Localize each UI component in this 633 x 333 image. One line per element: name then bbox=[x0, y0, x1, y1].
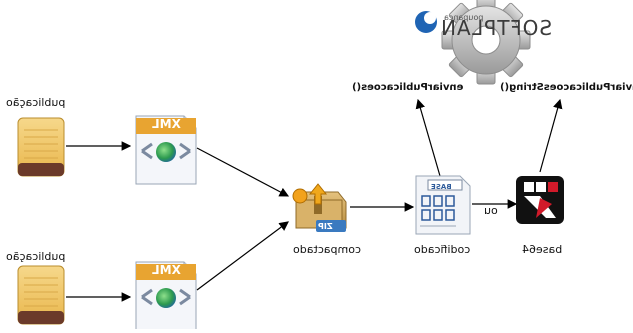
pub1-label: publicação bbox=[6, 96, 66, 109]
pub1-notepad-icon bbox=[17, 117, 65, 177]
zip-archive-icon bbox=[292, 183, 347, 232]
pub2-notepad-icon bbox=[17, 265, 65, 325]
codified-binary-file-icon bbox=[415, 175, 471, 235]
codified-label: codificado bbox=[414, 243, 471, 256]
zip-label: compactado bbox=[293, 243, 362, 256]
xml1-banner-text: XML bbox=[152, 117, 181, 131]
edge-base64-to-right-method bbox=[539, 98, 563, 173]
xml2-file-icon bbox=[135, 261, 197, 331]
softplan-logo-swoosh-icon bbox=[415, 11, 437, 33]
base64-logo-icon bbox=[516, 176, 564, 224]
edges bbox=[66, 98, 563, 302]
zip-badge: ZIP bbox=[318, 222, 333, 231]
edge-xml2-to-zip bbox=[196, 221, 289, 291]
method-left-label: enviarPublicacoes() bbox=[352, 82, 464, 93]
codified-badge: BASE bbox=[431, 183, 452, 191]
pub2-label: publicação bbox=[6, 250, 66, 263]
service-gear-icon bbox=[441, 0, 531, 85]
edge-codified-to-left-method bbox=[415, 98, 441, 177]
softplan-brand-sub: poupanca bbox=[444, 13, 484, 22]
method-right-label: enviarPublicacoesString() bbox=[500, 82, 633, 93]
xml2-banner-text: XML bbox=[152, 263, 181, 277]
edge-label-ou: ou bbox=[484, 204, 498, 217]
xml1-file-icon bbox=[135, 115, 197, 185]
base64-label: base64 bbox=[522, 243, 563, 256]
edge-xml1-to-zip bbox=[196, 147, 290, 197]
